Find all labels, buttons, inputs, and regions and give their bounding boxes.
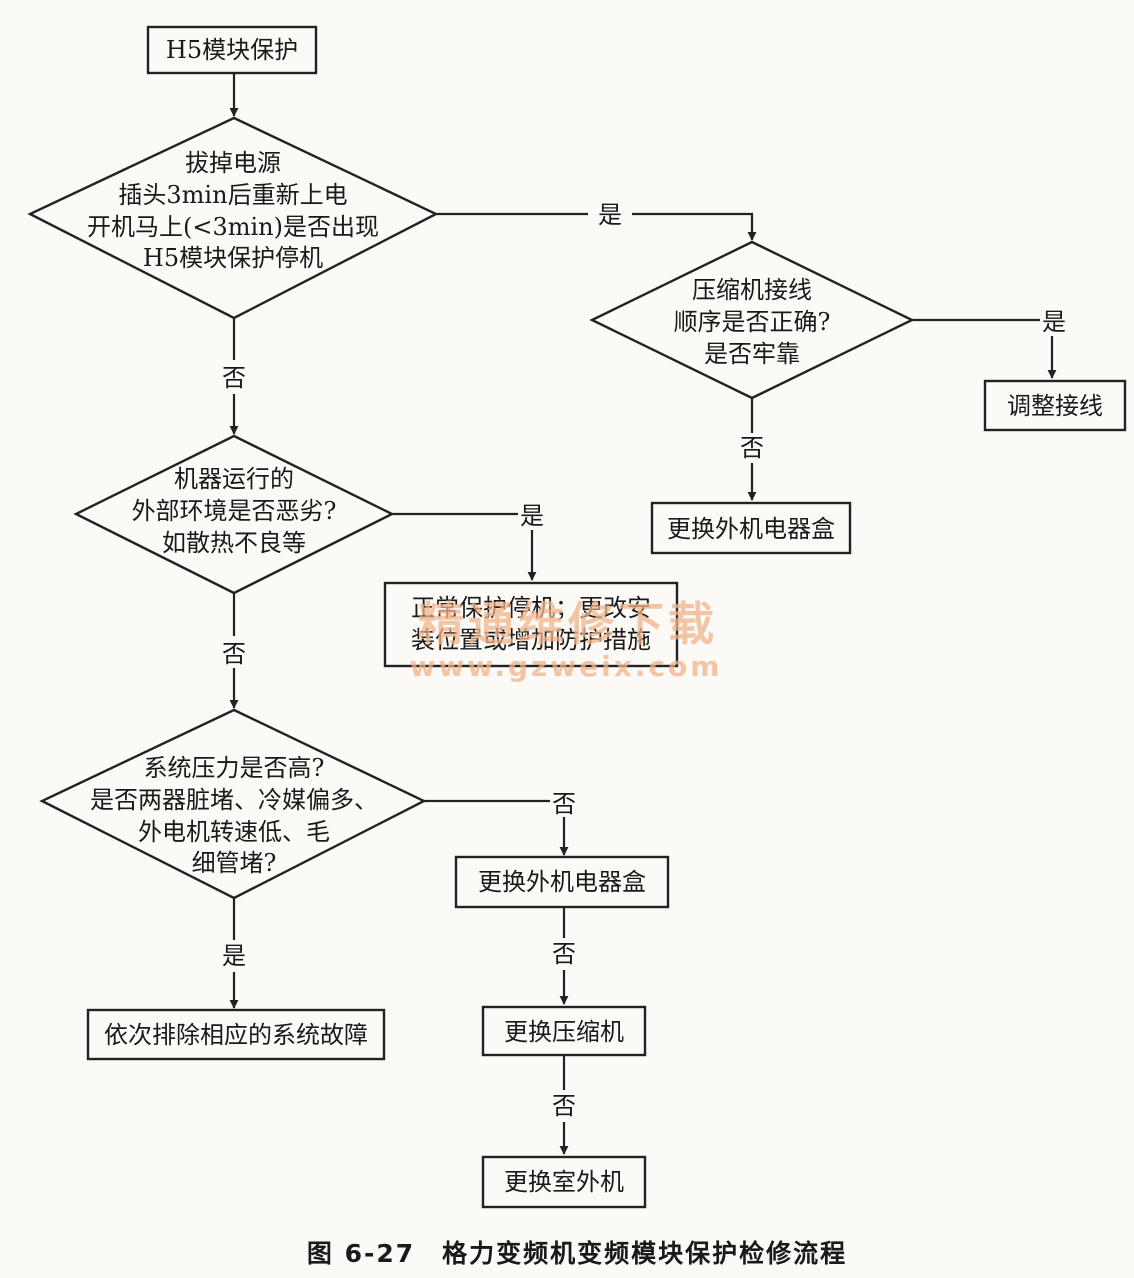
d1-line-3: 开机马上(<3min)是否出现 xyxy=(87,213,379,241)
connectors xyxy=(229,73,1057,1155)
start-box xyxy=(146,25,318,75)
edge-d1-yes-b xyxy=(632,212,757,241)
d4-line-3: 外电机转速低、毛 xyxy=(138,818,330,846)
d3-line-1: 机器运行的 xyxy=(174,465,294,493)
d4-line-2: 是否两器脏堵、冷媒偏多、 xyxy=(90,786,378,814)
decision-d2 xyxy=(589,240,915,400)
decision-d4 xyxy=(39,708,427,900)
d3-yes-label: 是 xyxy=(520,502,544,530)
replace-compressor-label: 更换压缩机 xyxy=(504,1018,624,1046)
box2-no-label: 否 xyxy=(552,940,576,968)
d4-no-label: 否 xyxy=(552,790,576,818)
fix-system-faults-box xyxy=(86,1008,386,1061)
d3-line-3: 如散热不良等 xyxy=(162,529,306,557)
fix-system-label: 依次排除相应的系统故障 xyxy=(104,1021,368,1049)
normal-line-1: 正常保护停机；更改安 xyxy=(411,594,651,622)
d4-line-4: 细管堵? xyxy=(192,849,277,877)
replace-compressor-box xyxy=(481,1005,647,1057)
start-label: H5模块保护 xyxy=(166,36,298,64)
normal-line-2: 装位置或增加防护措施 xyxy=(411,626,651,654)
replace-electrical-box-2 xyxy=(454,855,670,909)
d1-yes-label: 是 xyxy=(598,201,622,229)
d2-line-1: 压缩机接线 xyxy=(692,276,812,304)
d4-yes-label: 是 xyxy=(222,942,246,970)
d4-line-1: 系统压力是否高? xyxy=(144,754,325,782)
replace-outdoor-unit-box xyxy=(481,1155,647,1209)
d2-line-2: 顺序是否正确? xyxy=(674,308,831,336)
replace-electrical-box-1 xyxy=(650,501,852,555)
normal-protection-box xyxy=(383,581,679,668)
d3-no-label: 否 xyxy=(222,640,246,668)
replace-box-2-label: 更换外机电器盒 xyxy=(478,868,646,896)
watermark: 精通维修下载 www.gzweix.com xyxy=(410,597,723,683)
edge-labels: 是 否 是 否 是 否 否 是 否 否 xyxy=(222,201,1066,1120)
shapes xyxy=(27,25,1127,1209)
d1-line-4: H5模块保护停机 xyxy=(143,244,323,272)
comp-no-label: 否 xyxy=(552,1092,576,1120)
replace-outdoor-label: 更换室外机 xyxy=(504,1168,624,1196)
d1-no-label: 否 xyxy=(222,364,246,392)
figure-caption: 图 6-27 格力变频机变频模块保护检修流程 xyxy=(307,1239,847,1268)
d3-line-2: 外部环境是否恶劣? xyxy=(132,497,337,525)
d2-yes-label: 是 xyxy=(1042,308,1066,336)
decision-d1 xyxy=(27,116,439,320)
d2-no-label: 否 xyxy=(740,434,764,462)
d1-line-2: 插头3min后重新上电 xyxy=(118,181,347,209)
decision-d3 xyxy=(73,434,395,595)
node-texts: H5模块保护 拔掉电源 插头3min后重新上电 开机马上(<3min)是否出现 … xyxy=(87,36,1103,1196)
adjust-wiring-label: 调整接线 xyxy=(1007,392,1103,420)
d2-line-3: 是否牢靠 xyxy=(704,340,800,368)
replace-box-1-label: 更换外机电器盒 xyxy=(667,515,835,543)
watermark-url: www.gzweix.com xyxy=(410,650,723,683)
adjust-wiring-box xyxy=(983,379,1127,432)
watermark-text: 精通维修下载 xyxy=(418,597,718,651)
d1-line-1: 拔掉电源 xyxy=(185,149,281,177)
